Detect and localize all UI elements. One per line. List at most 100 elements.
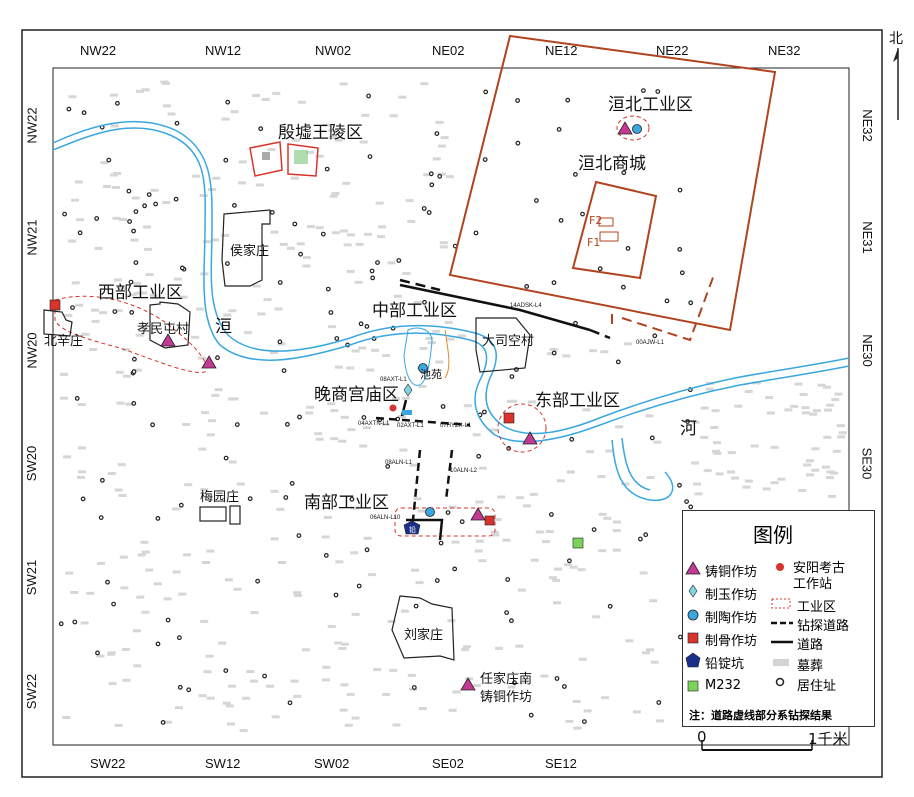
grave-mark <box>752 381 761 385</box>
inner-frame <box>52 67 850 746</box>
grave-mark <box>331 192 340 195</box>
grave-mark <box>86 591 95 595</box>
grave-mark <box>750 444 759 448</box>
grave-mark <box>321 535 330 539</box>
grave-mark <box>389 668 398 672</box>
legend-industrial-zone: 工业区 <box>797 600 837 615</box>
grave-mark <box>343 243 352 247</box>
grave-mark <box>713 441 721 445</box>
grave-mark <box>642 651 650 655</box>
grave-mark <box>509 399 518 403</box>
river-south-bank <box>52 120 850 435</box>
grave-mark <box>522 504 531 508</box>
grave-mark <box>331 231 340 235</box>
grave-mark <box>78 470 86 474</box>
grave-mark <box>302 264 311 268</box>
residence-dot <box>434 578 440 583</box>
grave-mark <box>134 291 143 295</box>
grave-mark <box>461 648 470 652</box>
road-code: 07HYZX-L1 <box>440 423 472 429</box>
residence-dot <box>685 419 690 424</box>
grave-mark <box>368 573 377 577</box>
grave-mark <box>694 492 703 496</box>
residence-dot <box>366 93 372 99</box>
grave-mark <box>519 681 528 684</box>
grave-mark <box>198 694 207 698</box>
grave-mark <box>128 293 137 297</box>
residence-dot <box>173 196 179 202</box>
grid-right-label: SE30 <box>859 447 875 480</box>
grid-left-label: SW22 <box>24 673 40 710</box>
grave-mark <box>811 468 820 472</box>
grave-mark <box>605 449 614 453</box>
grave-mark <box>806 459 814 463</box>
grave-mark <box>448 505 457 509</box>
grave-mark <box>715 472 724 476</box>
grave-mark <box>407 673 416 677</box>
grave-mark <box>582 408 591 412</box>
grave-mark <box>261 97 270 101</box>
grave-mark <box>646 648 655 652</box>
grave-mark <box>347 428 356 432</box>
residence-dot <box>558 217 564 223</box>
grave-mark <box>452 690 461 694</box>
scale-zero: 0 <box>697 728 707 746</box>
residence-dot <box>688 300 694 306</box>
residence-dot <box>111 601 116 607</box>
grave-mark <box>340 683 349 687</box>
residence-dot <box>298 251 304 257</box>
label-south-industrial: 南部工业区 <box>304 493 389 513</box>
grave-mark <box>495 646 504 650</box>
grid-left-label: SW21 <box>24 559 40 596</box>
grave-mark <box>74 180 83 184</box>
residence-dot <box>129 310 135 315</box>
grave-mark <box>339 82 348 86</box>
grid-top-label: NW12 <box>205 43 242 58</box>
residence-dot <box>297 414 302 420</box>
grave-mark <box>80 621 89 625</box>
label-renjiazhuang-workshop: 铸铜作坊 <box>480 690 533 705</box>
road-code: 06ALN-L10 <box>370 515 401 521</box>
grave-mark <box>515 644 524 648</box>
grave-mark <box>401 396 410 400</box>
grave-mark <box>392 397 401 401</box>
grave-mark <box>801 406 810 410</box>
grave-mark <box>489 428 498 432</box>
grave-mark <box>435 360 444 364</box>
road-code: 14ADSK-L4 <box>510 303 542 309</box>
grave-mark <box>400 609 409 613</box>
residence-dot <box>551 350 557 356</box>
residence-dot <box>131 356 137 362</box>
grave-mark <box>94 246 103 250</box>
label-f1: F1 <box>587 236 601 249</box>
residence-dot <box>512 680 517 686</box>
grave-mark <box>691 420 700 424</box>
residence-dot <box>72 619 78 625</box>
grave-mark <box>393 294 402 298</box>
residence-dot <box>643 532 649 538</box>
grave-mark <box>439 245 448 249</box>
grave-mark <box>493 518 502 521</box>
grave-mark <box>811 447 820 451</box>
grave-mark <box>409 463 418 467</box>
grave-mark <box>322 123 331 127</box>
beixinzhuang-outline <box>43 309 73 337</box>
grave-mark <box>361 113 370 117</box>
grid-left-label: NW21 <box>24 219 40 256</box>
grid-right-label: NE32 <box>859 109 875 142</box>
grave-mark <box>112 216 121 220</box>
grave-mark <box>100 161 109 165</box>
residence-dot <box>133 209 139 215</box>
grave-mark <box>392 723 401 727</box>
residence-dot <box>515 140 521 146</box>
grave-mark <box>167 112 176 116</box>
grave-mark <box>350 551 359 555</box>
grave-mark <box>149 293 158 297</box>
residence-dot <box>515 98 520 103</box>
grave-mark <box>315 226 324 230</box>
grid-bottom-label: SE12 <box>545 756 577 771</box>
grave-mark <box>554 567 563 571</box>
residence-dot <box>440 404 446 409</box>
grave-mark <box>122 348 131 352</box>
workshop-symbols <box>49 121 642 691</box>
